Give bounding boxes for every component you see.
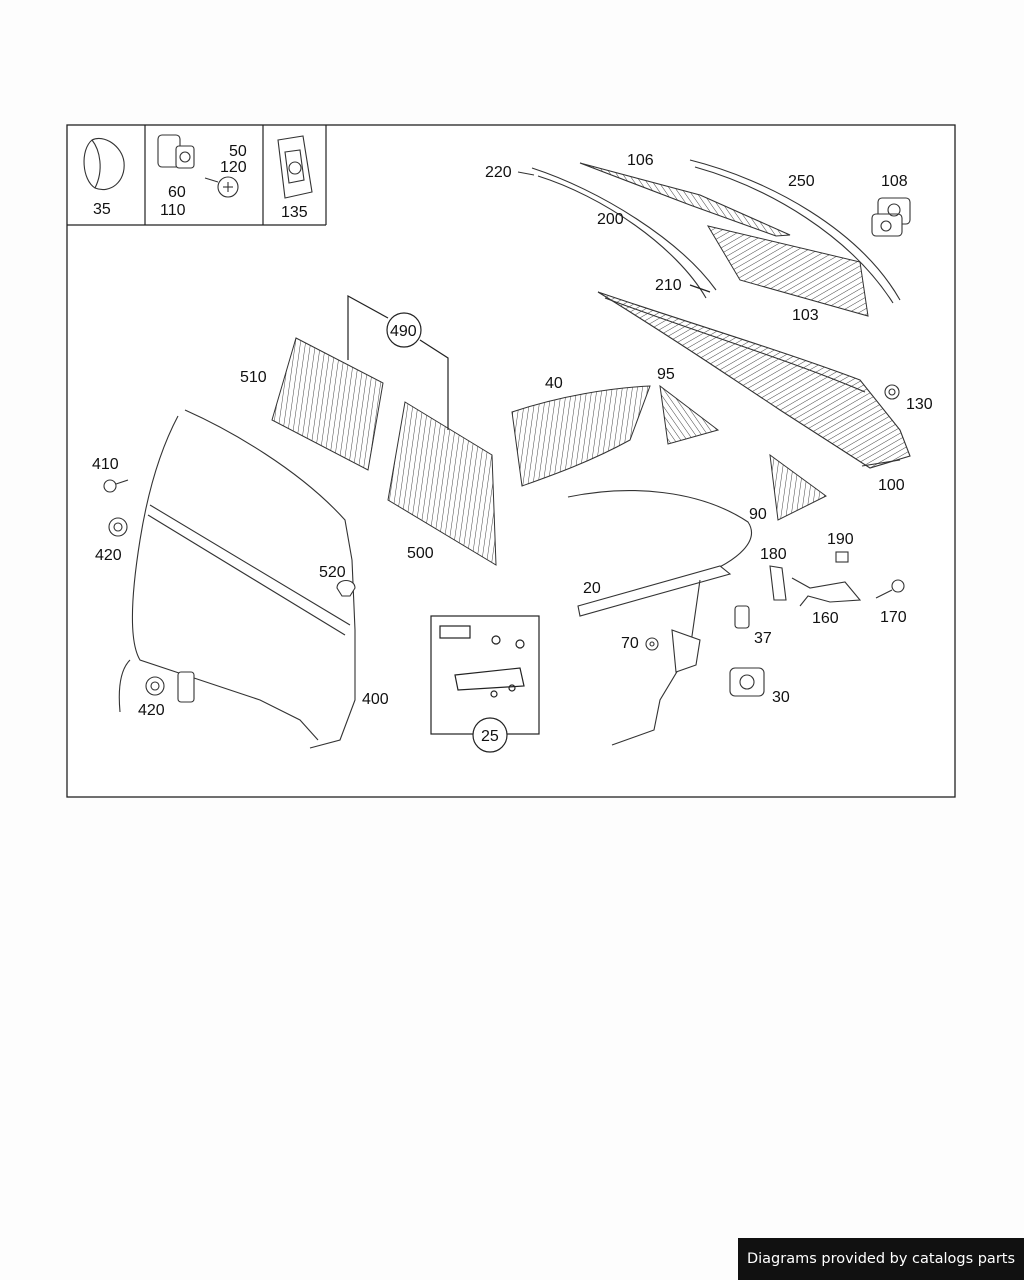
callout-40: 40 bbox=[545, 375, 563, 392]
callout-100: 100 bbox=[878, 477, 905, 494]
plug-520 bbox=[336, 579, 356, 597]
screw-120 bbox=[204, 176, 239, 198]
callout-106: 106 bbox=[627, 152, 654, 169]
window-frame-100 bbox=[597, 291, 911, 469]
frame-400 bbox=[118, 409, 356, 749]
glass-510 bbox=[271, 337, 384, 471]
seal-106 bbox=[579, 162, 791, 237]
regulator bbox=[611, 579, 701, 746]
kit-25-box bbox=[430, 615, 540, 753]
callout-420a: 420 bbox=[95, 547, 122, 564]
nut-420a bbox=[108, 517, 128, 537]
callout-20: 20 bbox=[583, 580, 601, 597]
glass-40 bbox=[511, 385, 651, 487]
callout-410: 410 bbox=[92, 456, 119, 473]
cap-35 bbox=[83, 138, 125, 190]
callout-110: 110 bbox=[160, 202, 186, 219]
callout-190: 190 bbox=[827, 531, 854, 548]
clip-60 bbox=[157, 134, 195, 169]
credit-banner: Diagrams provided by catalogs parts bbox=[738, 1238, 1024, 1280]
callout-490: 490 bbox=[390, 323, 417, 340]
callout-220: 220 bbox=[485, 164, 512, 181]
callout-37: 37 bbox=[754, 630, 772, 647]
callout-103: 103 bbox=[792, 307, 819, 324]
glass-103 bbox=[706, 225, 869, 317]
motor-30 bbox=[729, 667, 765, 697]
callout-25: 25 bbox=[481, 728, 499, 745]
callout-180: 180 bbox=[760, 546, 787, 563]
bolt-170 bbox=[875, 579, 905, 599]
bracket-160 bbox=[791, 577, 862, 607]
leader-lines bbox=[689, 284, 711, 293]
callout-160: 160 bbox=[812, 610, 839, 627]
callout-200: 200 bbox=[597, 211, 624, 228]
clip-37 bbox=[734, 605, 750, 629]
grommet-130 bbox=[884, 384, 900, 400]
callout-500: 500 bbox=[407, 545, 434, 562]
inset-boxes bbox=[67, 125, 327, 226]
bracket-490 bbox=[347, 294, 449, 430]
callout-50: 50 bbox=[229, 143, 247, 160]
callout-70: 70 bbox=[621, 635, 639, 652]
glass-95 bbox=[659, 384, 720, 445]
callout-510: 510 bbox=[240, 369, 267, 386]
callout-95: 95 bbox=[657, 366, 675, 383]
callout-60: 60 bbox=[168, 184, 186, 201]
nut-420b bbox=[145, 676, 165, 696]
motor-108 bbox=[871, 197, 911, 237]
callout-210: 210 bbox=[655, 277, 682, 294]
callout-400: 400 bbox=[362, 691, 389, 708]
callout-30: 30 bbox=[772, 689, 790, 706]
callout-250: 250 bbox=[788, 173, 815, 190]
callout-135: 135 bbox=[281, 204, 308, 221]
rail-250 bbox=[689, 159, 901, 304]
clip-180 bbox=[769, 565, 787, 601]
screw-410 bbox=[103, 479, 129, 493]
glass-500 bbox=[387, 401, 497, 566]
pin-190 bbox=[835, 551, 849, 563]
callout-130: 130 bbox=[906, 396, 933, 413]
callout-90: 90 bbox=[749, 506, 767, 523]
glass-90 bbox=[769, 453, 827, 521]
callout-420b: 420 bbox=[138, 702, 165, 719]
seal-135 bbox=[277, 135, 313, 199]
rail-220-200 bbox=[517, 167, 717, 299]
callout-labels: 35 50 120 60 110 135 220 106 250 108 200… bbox=[92, 143, 933, 745]
callout-35: 35 bbox=[93, 201, 111, 218]
callout-120: 120 bbox=[220, 159, 247, 176]
seal-20 bbox=[567, 490, 753, 617]
washer-70 bbox=[645, 637, 659, 651]
callout-108: 108 bbox=[881, 173, 908, 190]
callout-170: 170 bbox=[880, 609, 907, 626]
callout-520: 520 bbox=[319, 564, 346, 581]
